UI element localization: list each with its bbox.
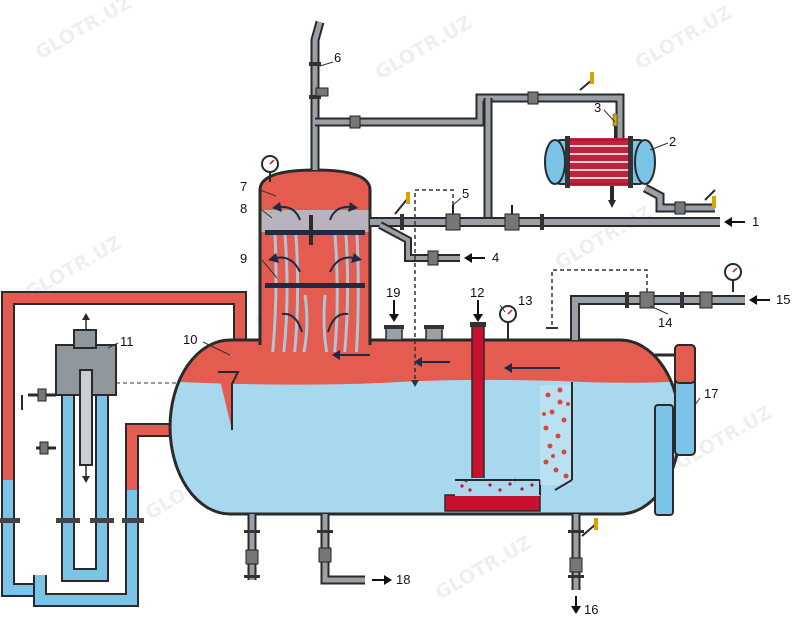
- manhole-17: [654, 344, 696, 516]
- vent-pipe: [309, 20, 625, 222]
- tank-nozzles: [384, 300, 517, 341]
- callout-label: 8: [240, 201, 247, 216]
- watermark: GLOTR.UZ: [372, 12, 476, 85]
- watermark: GLOTR.UZ: [632, 2, 736, 75]
- hydro-seal-vessel: [21, 313, 225, 483]
- callout-label: 6: [334, 50, 341, 65]
- bottom-outlets: [244, 514, 598, 614]
- leader-lines: [107, 61, 701, 406]
- callout-label: 19: [386, 285, 400, 300]
- loop-seal-pipe: [0, 291, 247, 607]
- callout-label: 15: [776, 292, 790, 307]
- steam-pipe-15: [546, 263, 770, 340]
- watermark: GLOTR.UZ: [552, 202, 656, 275]
- callout-labels: 1 2 3 4 5 6 7 8 9 10 11 12 13 14 15 16 1…: [120, 50, 790, 617]
- overflow-funnel: [218, 371, 240, 430]
- callout-label: 10: [183, 332, 197, 347]
- callout-label: 11: [120, 334, 134, 349]
- callout-label: 18: [396, 572, 410, 587]
- callout-label: 12: [470, 285, 484, 300]
- callout-label: 2: [669, 134, 676, 149]
- watermark: GLOTR.UZ: [32, 0, 136, 64]
- callout-label: 13: [518, 293, 532, 308]
- callout-label: 7: [240, 179, 247, 194]
- callout-label: 9: [240, 251, 247, 266]
- callout-label: 5: [462, 186, 469, 201]
- bubbler: [444, 300, 573, 512]
- callout-label: 4: [492, 250, 499, 265]
- watermark: GLOTR.UZ: [432, 532, 536, 605]
- inlet-pipe-1: [370, 189, 745, 387]
- callout-label: 14: [658, 315, 672, 330]
- pressure-gauge: [261, 155, 279, 182]
- callout-label: 1: [752, 214, 759, 229]
- main-tank: [168, 338, 682, 516]
- callout-label: 17: [704, 386, 718, 401]
- deaeration-column: [258, 168, 560, 373]
- vapor-cooler: [544, 113, 716, 215]
- callout-label: 3: [594, 100, 601, 115]
- callout-label: 16: [584, 602, 598, 617]
